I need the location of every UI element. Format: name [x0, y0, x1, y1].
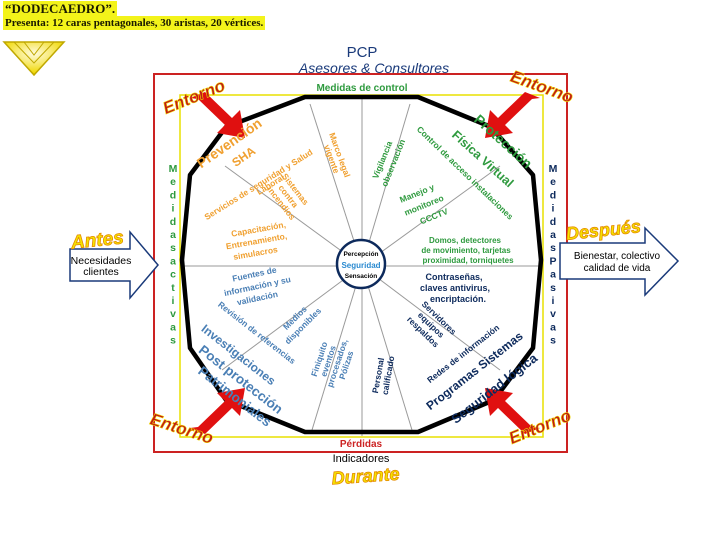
wellbeing-label-line2: calidad de vida — [584, 263, 651, 274]
segment-passwords-line3: encriptación. — [430, 294, 486, 304]
right-arrow-icon — [69, 229, 159, 301]
needs-label-line1: Necesidades — [71, 255, 132, 267]
pcp-label: PCP — [347, 44, 378, 61]
center-circle — [335, 238, 387, 290]
losses-label: Pérdidas — [340, 439, 383, 450]
diamond-logo-icon — [2, 41, 66, 77]
center-security: Seguridad — [341, 261, 380, 270]
needs-label-line2: clientes — [83, 266, 119, 278]
segment-passwords-line2: claves antivirus, — [420, 283, 490, 293]
center-perception: Percepción — [343, 251, 378, 258]
segment-passwords-line1: Contraseñas, — [425, 272, 482, 282]
consultants-label: Asesores & Consultores — [298, 60, 449, 76]
environment-label-bottom-left: Entorno — [148, 410, 216, 448]
dodecagon-outline — [179, 94, 544, 435]
document-subtitle: Presenta: 12 caras pentagonales, 30 aris… — [3, 16, 266, 30]
segment-references: Revisión de referencias — [216, 299, 298, 366]
during-title: Durante — [331, 464, 400, 489]
control-measures-label: Medidas de control — [316, 83, 407, 94]
right-arrow-icon — [559, 226, 680, 297]
red-corner-arrow-icon — [485, 388, 540, 434]
indicators-label: Indicadores — [333, 453, 390, 465]
segment-domes-line1: Domos, detectores — [429, 236, 502, 245]
red-corner-arrow-icon — [485, 92, 540, 138]
red-corner-arrow-icon — [190, 388, 245, 434]
red-corner-arrow-icon — [190, 92, 245, 138]
segment-domes-line2: de movimiento, tarjetas — [421, 246, 511, 255]
center-sensation: Sensación — [345, 273, 378, 280]
segment-domes-line3: proximidad, torniquetes — [422, 256, 514, 265]
wellbeing-label-line1: Bienestar, colectivo — [574, 251, 661, 262]
document-title: “DODECAEDRO”. — [3, 1, 118, 16]
after-title: Después — [565, 216, 642, 244]
